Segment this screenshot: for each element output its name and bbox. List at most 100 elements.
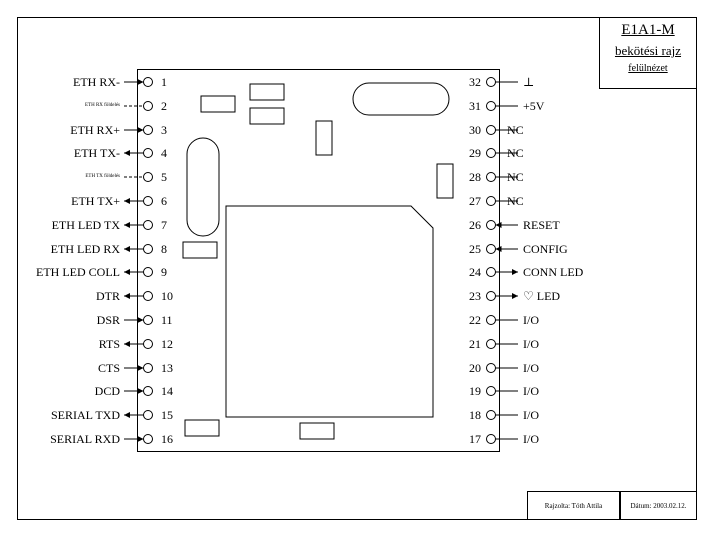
- right-pin-25-label: CONFIG: [523, 242, 568, 256]
- drawing-subtitle: bekötési rajz: [614, 43, 682, 58]
- date-field: Dátum: 2003.02.12.: [620, 491, 697, 520]
- right-pin-18-circle: [486, 410, 496, 420]
- left-pin-4-arrow: [124, 150, 130, 156]
- left-pin-4-circle: [143, 148, 153, 158]
- component-rect-7: [184, 419, 220, 437]
- left-pin-1-label: ETH RX-: [73, 75, 120, 89]
- left-pin-5-circle: [143, 172, 153, 182]
- left-pin-6-circle: [143, 196, 153, 206]
- left-pin-15-number: 15: [161, 408, 173, 422]
- left-pin-3-label: ETH RX+: [70, 123, 120, 137]
- left-pin-1-arrow: [137, 79, 144, 85]
- left-pin-13-number: 13: [161, 361, 173, 375]
- right-pin-29-label: NC: [507, 146, 524, 160]
- left-pin-9-arrow: [124, 269, 130, 275]
- left-pin-2-circle: [143, 101, 153, 111]
- right-pin-17-number: 17: [469, 432, 481, 446]
- right-pin-31-label: +5V: [523, 99, 545, 113]
- left-pin-15-label: SERIAL TXD: [51, 408, 120, 422]
- right-pin-32-number: 32: [469, 75, 481, 89]
- component-rect-3: [249, 107, 285, 125]
- left-pin-14-circle: [143, 386, 153, 396]
- right-pin-28-number: 28: [469, 170, 481, 184]
- right-pin-18-number: 18: [469, 408, 481, 422]
- right-pin-24-number: 24: [469, 265, 481, 279]
- left-pin-3-circle: [143, 125, 153, 135]
- right-pin-32-circle: [486, 77, 496, 87]
- left-pin-6-arrow: [124, 198, 130, 204]
- left-pin-13-label: CTS: [97, 361, 120, 375]
- left-pin-7-number: 7: [161, 218, 167, 232]
- right-pin-27-circle: [486, 196, 496, 206]
- right-pin-32-label: ⊥: [523, 75, 535, 89]
- right-pin-30-label: NC: [507, 123, 524, 137]
- component-rect-8: [299, 422, 335, 440]
- right-pin-26-label: RESET: [523, 218, 560, 232]
- right-pin-29-circle: [486, 148, 496, 158]
- right-pin-30-number: 30: [469, 123, 481, 137]
- left-pin-7-arrow: [124, 222, 130, 228]
- right-pin-19-circle: [486, 386, 496, 396]
- drawing-view-label: felülnézet: [628, 63, 668, 74]
- right-pin-21-label: I/O: [523, 337, 539, 351]
- left-pin-3-number: 3: [161, 123, 167, 137]
- component-rect-5: [436, 163, 454, 199]
- right-pin-25-number: 25: [469, 242, 481, 256]
- left-pin-15-arrow: [124, 412, 130, 418]
- right-pin-22-number: 22: [469, 313, 481, 327]
- crystal-horizontal: [352, 82, 450, 116]
- left-pin-9-label: ETH LED COLL: [36, 265, 120, 279]
- left-pin-2-number: 2: [161, 99, 167, 113]
- right-pin-23-circle: [486, 291, 496, 301]
- left-pin-8-number: 8: [161, 242, 167, 256]
- right-pin-20-circle: [486, 363, 496, 373]
- left-pin-6-number: 6: [161, 194, 167, 208]
- right-pin-26-arrow: [495, 222, 502, 228]
- component-rect-2: [249, 83, 285, 101]
- left-pin-9-number: 9: [161, 265, 167, 279]
- left-pin-11-number: 11: [161, 313, 173, 327]
- left-pin-4-number: 4: [161, 146, 167, 160]
- right-pin-22-circle: [486, 315, 496, 325]
- right-pin-20-number: 20: [469, 361, 481, 375]
- left-pin-4-label: ETH TX-: [73, 146, 120, 160]
- left-pin-11-label: DSR: [96, 313, 120, 327]
- right-pin-26-circle: [486, 220, 496, 230]
- right-pin-31-circle: [486, 101, 496, 111]
- left-pin-9-circle: [143, 267, 153, 277]
- right-pin-25-arrow: [495, 246, 502, 252]
- right-pin-30-circle: [486, 125, 496, 135]
- left-pin-12-circle: [143, 339, 153, 349]
- left-pin-12-label: RTS: [98, 337, 120, 351]
- right-pin-21-number: 21: [469, 337, 481, 351]
- left-pin-16-circle: [143, 434, 153, 444]
- left-pin-10-arrow: [124, 293, 130, 299]
- right-pin-28-label: NC: [507, 170, 524, 184]
- left-pin-1-circle: [143, 77, 153, 87]
- left-pin-8-circle: [143, 244, 153, 254]
- left-pin-8-label: ETH LED RX: [50, 242, 120, 256]
- right-pin-21-circle: [486, 339, 496, 349]
- crystal-vertical: [186, 137, 220, 237]
- right-pin-23-label: ♡ LED: [523, 289, 561, 303]
- left-pin-16-number: 16: [161, 432, 173, 446]
- left-pin-7-circle: [143, 220, 153, 230]
- left-pin-8-arrow: [124, 246, 130, 252]
- right-pin-18-label: I/O: [523, 408, 539, 422]
- left-pin-5-number: 5: [161, 170, 167, 184]
- right-pin-23-number: 23: [469, 289, 481, 303]
- main-ic-chip: [225, 205, 434, 418]
- left-pin-10-number: 10: [161, 289, 173, 303]
- component-rect-1: [200, 95, 236, 113]
- component-rect-6: [182, 241, 218, 259]
- right-pin-29-number: 29: [469, 146, 481, 160]
- right-pin-19-label: I/O: [523, 384, 539, 398]
- right-pin-17-label: I/O: [523, 432, 539, 446]
- component-rect-4: [315, 120, 333, 156]
- right-pin-27-number: 27: [469, 194, 481, 208]
- right-pin-26-number: 26: [469, 218, 481, 232]
- left-pin-14-number: 14: [161, 384, 173, 398]
- left-pin-7-label: ETH LED TX: [51, 218, 120, 232]
